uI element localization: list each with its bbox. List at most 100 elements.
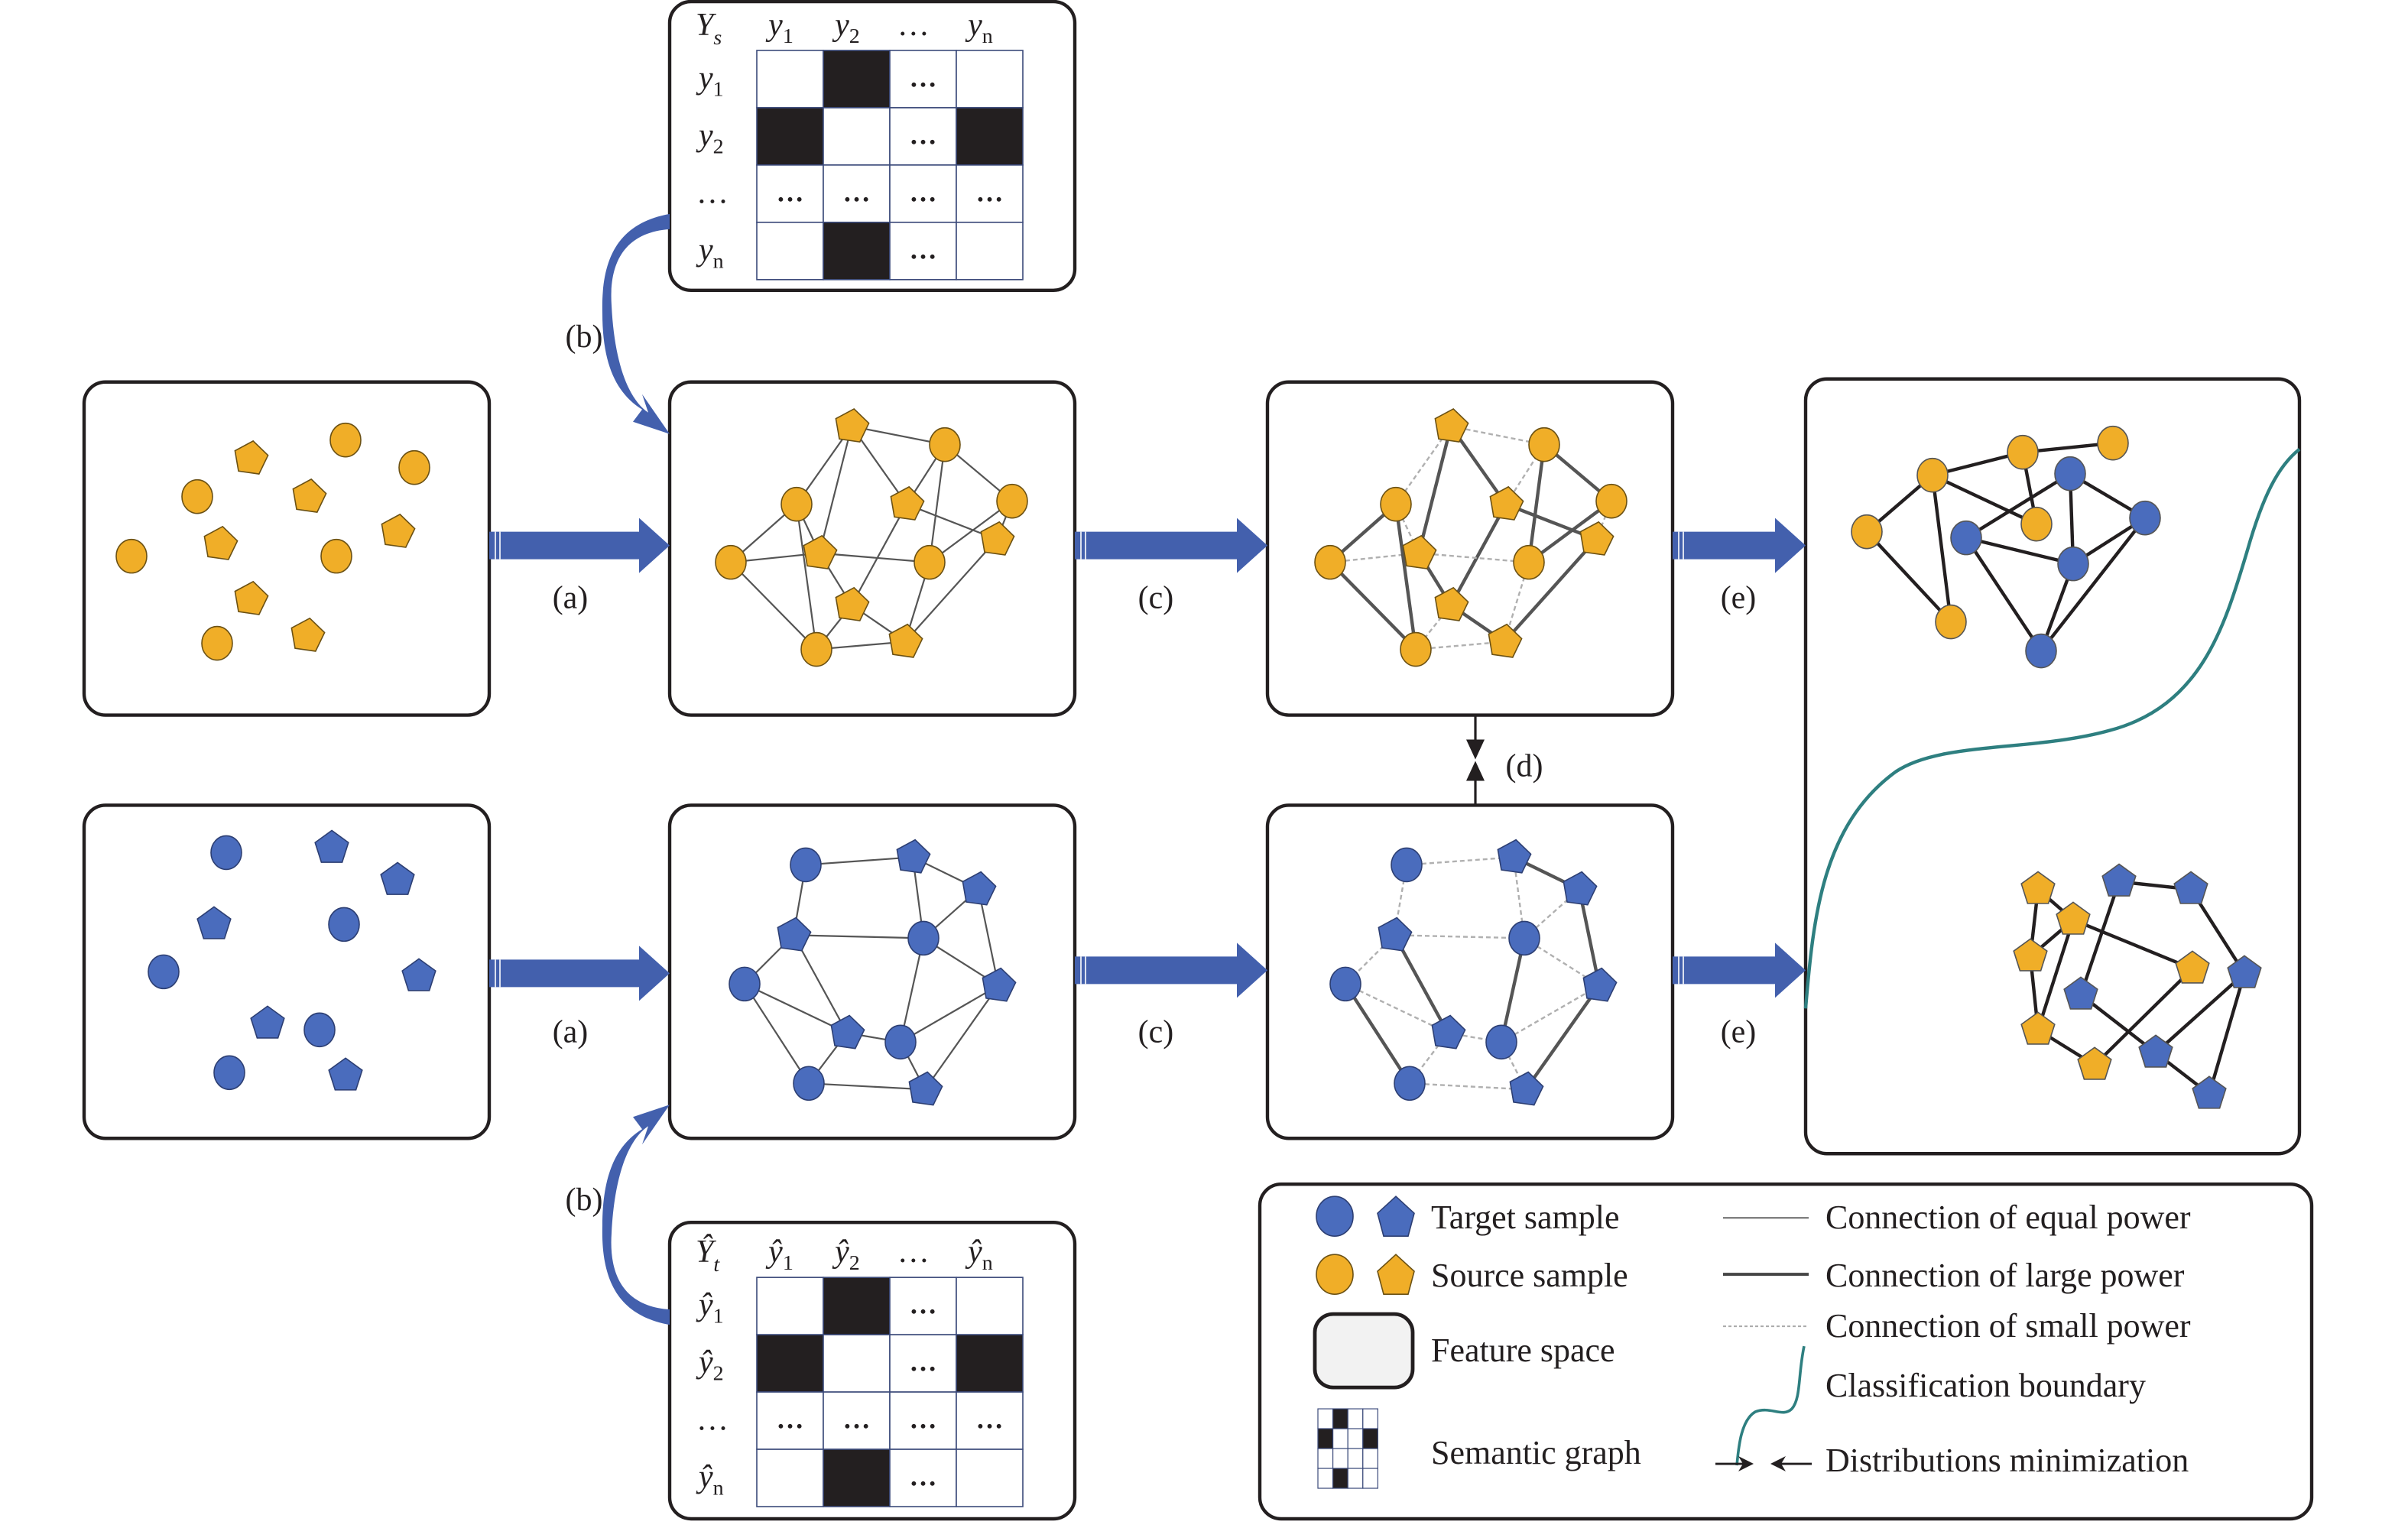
edge-large-power: [1503, 538, 1598, 644]
matrix-cell-ellipsis: …: [777, 177, 804, 207]
legend-grid-cell-filled: [1362, 1428, 1379, 1449]
source-sample-pentagon: [203, 525, 239, 560]
edge-equal-power: [977, 889, 1000, 986]
source-sample-circle: [201, 625, 233, 661]
source-sample-circle: [929, 427, 961, 462]
source-sample-circle: [2020, 506, 2053, 542]
edge-equal-power: [900, 985, 999, 1043]
arrow-a-bottom: [489, 946, 670, 1001]
edge-large-power: [1449, 503, 1507, 606]
target-sample-pentagon: [2227, 955, 2262, 988]
edge-large-power: [1965, 537, 2043, 652]
matrix-cell-empty: [756, 222, 824, 281]
matrix-cell-ellipsis: …: [777, 1404, 804, 1435]
legend-grid-cell-filled: [1317, 1428, 1334, 1449]
edge-equal-power: [899, 938, 925, 1043]
matrix-cell-ellipsis: …: [843, 1404, 871, 1435]
edge-small-power: [1418, 552, 1530, 563]
legend-target-circle-icon: [1316, 1195, 1354, 1237]
matrix-cell-empty: [889, 222, 957, 281]
source-sample-pentagon: [1489, 485, 1524, 521]
matrix-cell-ellipsis: …: [910, 1290, 937, 1320]
legend-grid-cell-empty: [1362, 1468, 1379, 1489]
target-sample-pentagon: [1497, 839, 1532, 874]
source-sample-pentagon: [2175, 950, 2210, 984]
edge-large-power: [1329, 561, 1417, 651]
source-sample-pentagon: [1488, 623, 1523, 658]
edge-large-power: [2079, 881, 2121, 996]
matrix-cell-empty: [889, 164, 957, 223]
target-sample-circle: [210, 835, 242, 871]
matrix-cell-filled: [823, 1277, 891, 1335]
target-sample-circle: [2025, 633, 2057, 669]
source-semantic-matrix-col-header: …: [900, 8, 928, 43]
source-sample-circle: [1916, 457, 1949, 493]
source-sample-circle: [780, 486, 813, 522]
target-sample-pentagon: [962, 871, 997, 906]
target-semantic-matrix-row-header: ŷn: [696, 1460, 724, 1500]
legend-grid-cell-filled: [1332, 1468, 1348, 1489]
source-sample-circle: [181, 479, 213, 514]
matrix-cell-ellipsis: …: [976, 177, 1004, 207]
edge-large-power: [1577, 888, 1602, 986]
legend: Target sample Source sample Feature spac…: [1313, 1195, 2191, 1489]
target-sample-circle: [1950, 520, 1982, 556]
target-sample-pentagon: [1509, 1071, 1544, 1106]
graph-nodes: [115, 407, 2262, 1109]
edge-equal-power: [819, 552, 930, 563]
edge-small-power: [1345, 983, 1449, 1034]
source-sample-circle: [715, 544, 747, 580]
edge-equal-power: [818, 426, 853, 553]
source-sample-pentagon: [2020, 871, 2056, 904]
matrix-cell-empty: [823, 1391, 891, 1450]
source-sample-circle: [1851, 514, 1883, 550]
matrix-cell-empty: [956, 1391, 1024, 1450]
matrix-cell-empty: [889, 107, 957, 166]
step-label-b-top: (b): [566, 320, 603, 355]
matrix-cell-empty: [956, 50, 1024, 109]
source-sample-pentagon: [980, 521, 1015, 556]
step-label-c-top: (c): [1138, 581, 1174, 616]
target-sample-pentagon: [1582, 967, 1618, 1002]
matrix-cell-ellipsis: …: [910, 1347, 937, 1377]
matrix-cell-empty: [823, 107, 891, 166]
target-sample-circle: [148, 954, 180, 990]
step-label-e-top: (e): [1721, 581, 1757, 616]
target-sample-circle: [1485, 1024, 1517, 1060]
edge-large-power: [2079, 993, 2157, 1055]
edge-large-power: [1930, 475, 1953, 622]
target-sample-pentagon: [1431, 1014, 1466, 1049]
legend-target-pentagon-icon: [1377, 1195, 1415, 1237]
source-semantic-matrix-row-sub: n: [713, 249, 724, 273]
target-sample-circle: [907, 920, 940, 956]
edge-large-power: [1344, 983, 1411, 1085]
classification-boundary: [1803, 447, 2301, 1009]
target-sample-pentagon: [896, 839, 931, 874]
matrix-cell-filled: [823, 222, 891, 281]
matrix-cell-ellipsis: …: [910, 62, 937, 92]
source-semantic-matrix-row-sub: 1: [713, 77, 724, 101]
edge-large-power: [1932, 473, 2037, 526]
target-sample-circle: [1329, 966, 1361, 1002]
target-sample-circle: [1394, 1066, 1426, 1101]
source-sample-pentagon: [292, 478, 327, 513]
edge-equal-power: [793, 934, 848, 1033]
arrow-c-top: [1075, 517, 1267, 573]
source-sample-circle: [115, 538, 148, 574]
source-sample-circle: [914, 544, 946, 580]
legend-feature-space-label: Feature space: [1431, 1332, 1615, 1369]
edge-large-power: [1527, 444, 1546, 563]
matrix-cell-ellipsis: …: [910, 234, 937, 264]
legend-classification-boundary-label: Classification boundary: [1825, 1367, 2146, 1404]
target-sample-pentagon: [314, 829, 349, 863]
matrix-cell-empty: [889, 1391, 957, 1450]
source-sample-circle: [2097, 425, 2129, 461]
matrix-cell-empty: [756, 50, 824, 109]
legend-target-sample-label: Target sample: [1431, 1199, 1619, 1236]
legend-grid-cell-empty: [1347, 1468, 1364, 1489]
source-sample-pentagon: [835, 407, 870, 443]
edge-equal-power: [730, 561, 817, 650]
target-sample-circle: [1391, 847, 1423, 883]
target-sample-pentagon: [982, 967, 1017, 1002]
